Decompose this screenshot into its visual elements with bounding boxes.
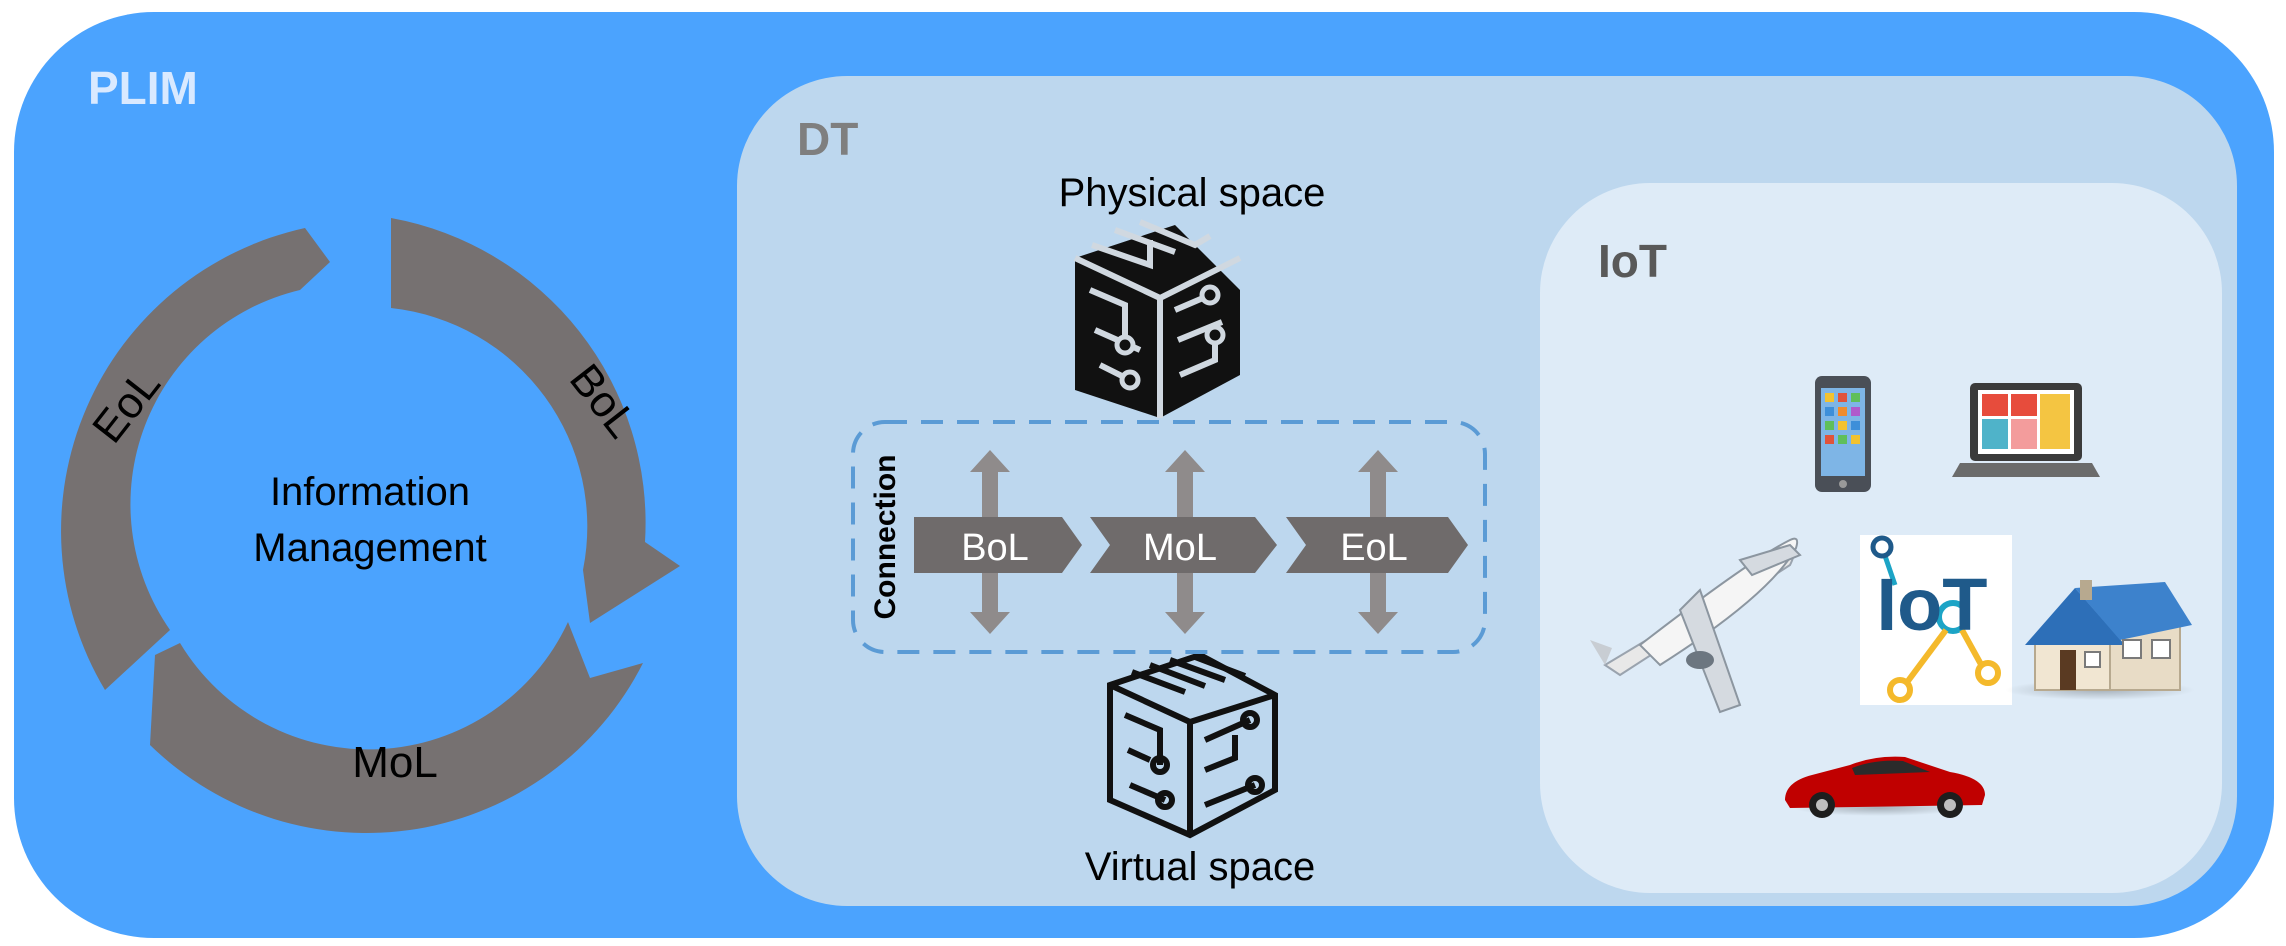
virtual-cube-icon (1107, 651, 1278, 839)
dt-label: DT (797, 113, 858, 165)
stage-label-bol: BoL (961, 527, 1029, 569)
iot-logo: IoT (1860, 535, 2012, 705)
airplane-icon (1590, 537, 1802, 714)
plim-label: PLIM (88, 62, 198, 114)
ring-segment-mol (150, 622, 643, 834)
iot-logo-text: IoT (1877, 563, 1988, 646)
stage-chevron-bol (914, 517, 1082, 573)
physical-cube-icon (1073, 219, 1242, 418)
physical-space-label: Physical space (1059, 171, 1326, 215)
connection-box (851, 420, 1487, 654)
car-icon (1785, 756, 1985, 818)
house-icon (2005, 580, 2195, 700)
stage-label-eol: EoL (1340, 527, 1408, 569)
virtual-space-label: Virtual space (1085, 845, 1316, 889)
info-management-line1: Information (270, 470, 470, 514)
lifecycle-ring (61, 218, 680, 834)
ring-label-mol: MoL (352, 738, 438, 787)
stage-label-mol: MoL (1143, 527, 1217, 569)
info-management-line2: Management (253, 526, 486, 570)
stage-chevron-eol (1286, 517, 1468, 573)
stage-chevron-mol (1090, 517, 1277, 573)
ring-segment-bol (391, 218, 680, 623)
laptop-icon (1952, 383, 2100, 477)
connection-label: Connection (869, 455, 902, 620)
stage-chevrons (914, 517, 1468, 573)
smartphone-icon (1815, 376, 1871, 492)
iot-label: IoT (1598, 235, 1667, 287)
ring-segment-eol (61, 228, 330, 690)
